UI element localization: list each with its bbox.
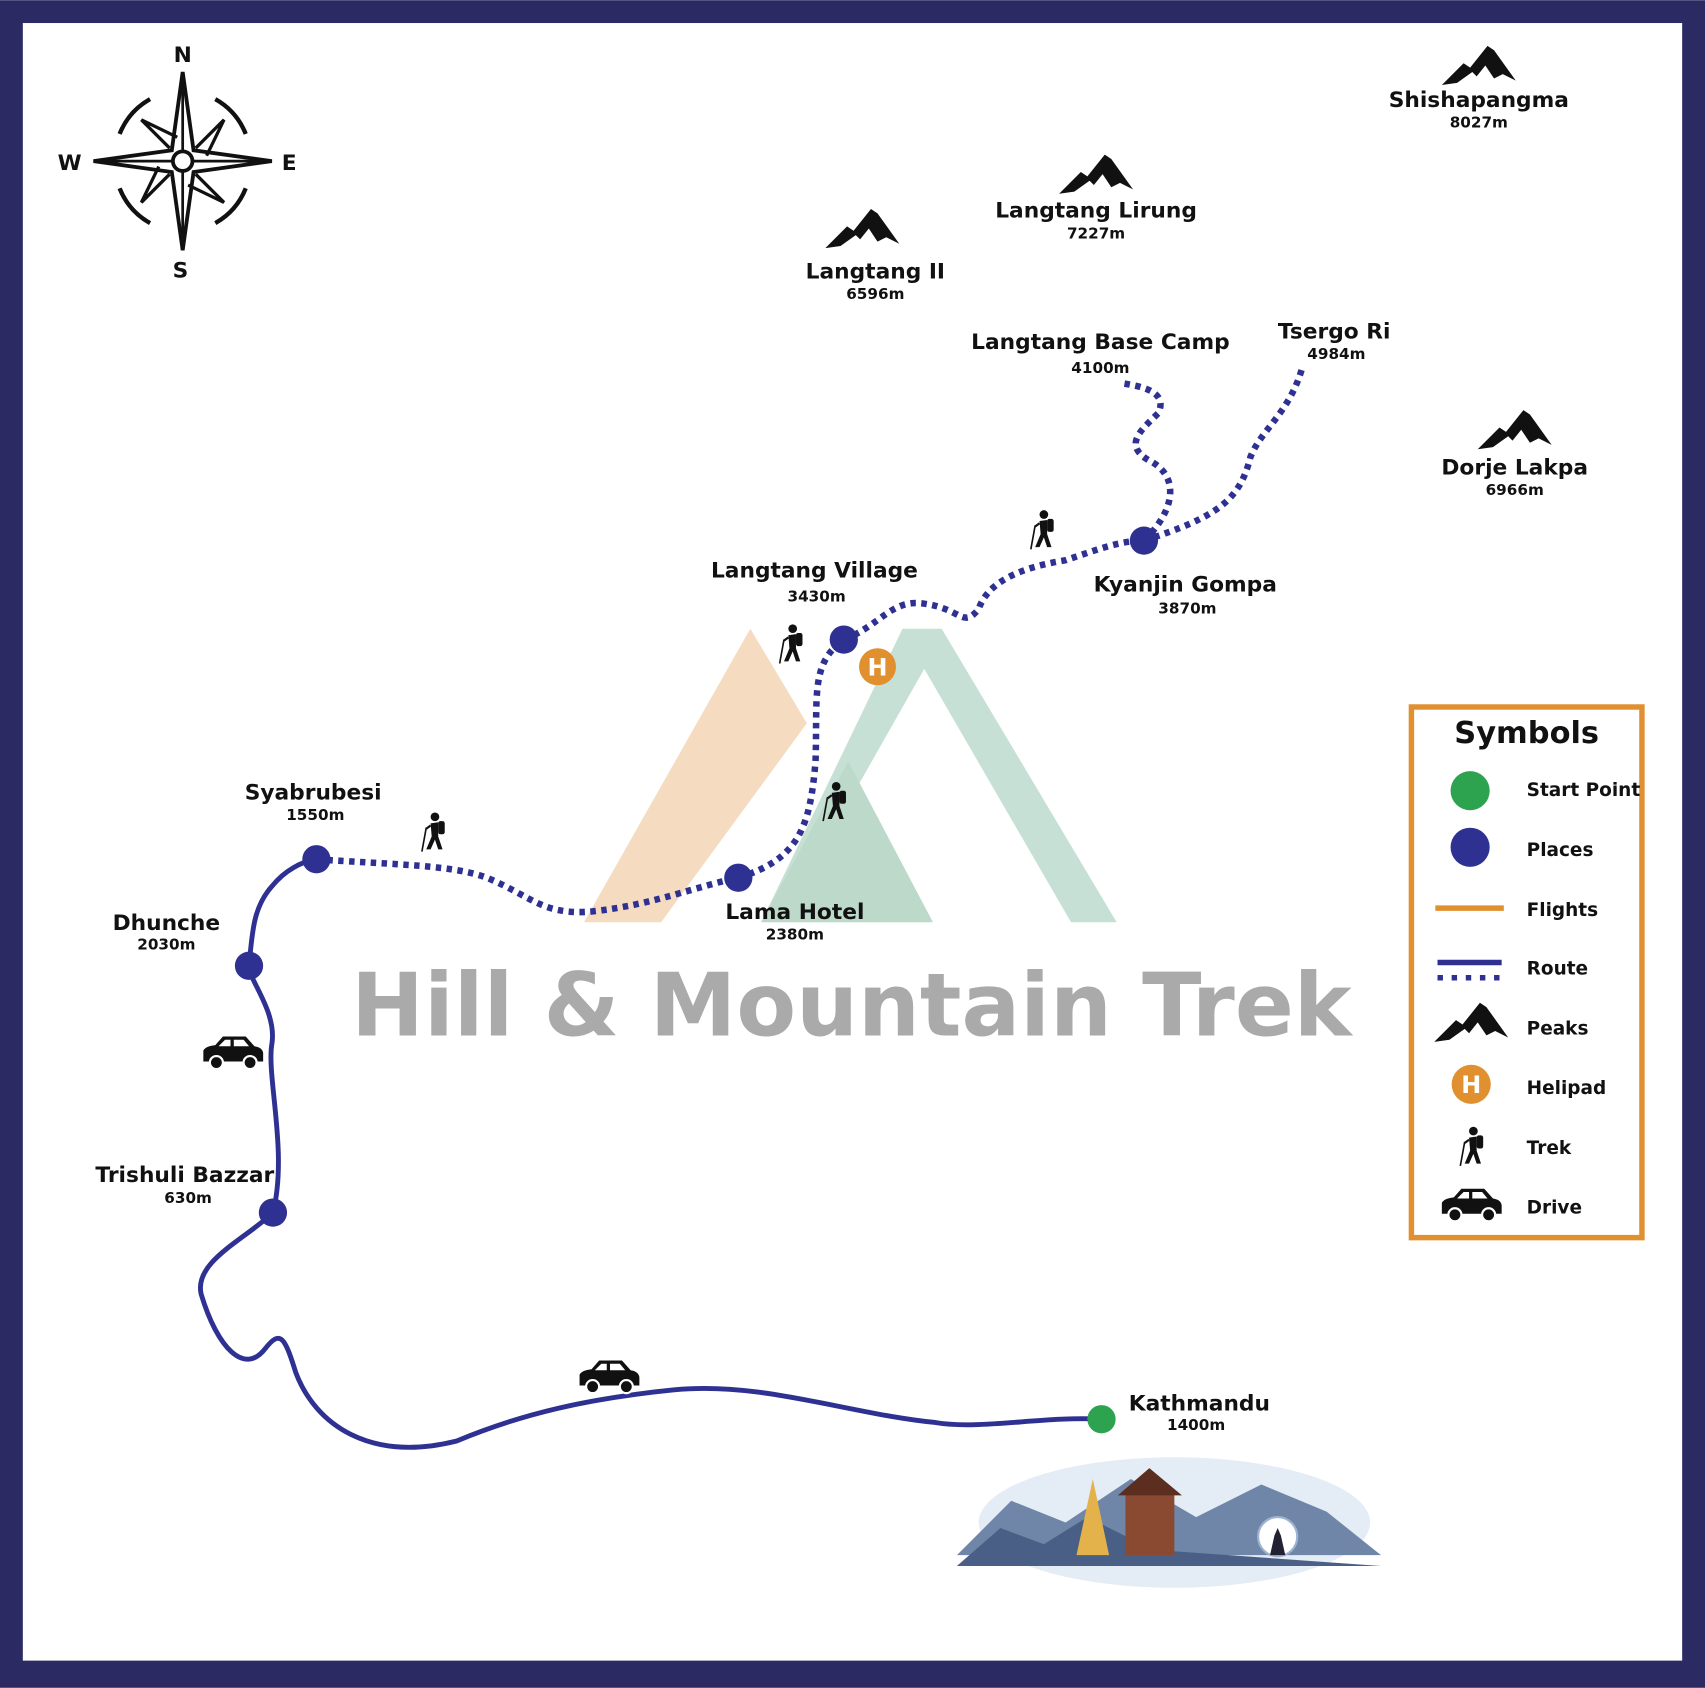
peak-altitude: 8027m: [1450, 113, 1508, 131]
compass-east: E: [282, 151, 297, 176]
place-name: Trishuli Bazzar: [95, 1163, 274, 1188]
legend-label: Places: [1527, 840, 1594, 861]
compass-rose-icon: [93, 71, 273, 251]
place-name: Lama Hotel: [725, 900, 864, 925]
place-dot-lama-hotel[interactable]: [724, 863, 753, 892]
legend: Symbols Start Point Places Flights Route…: [1408, 704, 1645, 1241]
legend-start-point-icon: [1450, 771, 1490, 811]
place-name: Syabrubesi: [245, 780, 382, 805]
compass-south: S: [173, 258, 189, 283]
watermark-brand: Hill & Mountain Trek: [351, 954, 1354, 1056]
place-dot-kathmandu[interactable]: [1087, 1405, 1116, 1434]
place-altitude: 3430m: [788, 588, 846, 606]
legend-title: Symbols: [1454, 716, 1599, 751]
peak-altitude: 6596m: [846, 285, 904, 303]
legend-helipad-icon: H: [1451, 1064, 1491, 1104]
legend-label: Trek: [1527, 1138, 1572, 1159]
place-dot-langtang-village[interactable]: [829, 625, 858, 654]
place-altitude: 3870m: [1158, 599, 1216, 617]
peak-name: Langtang II: [806, 260, 945, 285]
drive-route: [198, 856, 1102, 1450]
place-name: Langtang Village: [711, 559, 918, 584]
kathmandu-landmarks-illustration: [956, 1457, 1381, 1588]
legend-places-icon: [1450, 827, 1490, 867]
svg-text:H: H: [868, 653, 888, 681]
place-altitude: 630m: [164, 1189, 212, 1207]
place-name: Kyanjin Gompa: [1094, 573, 1277, 598]
peak-name: Langtang Lirung: [995, 199, 1197, 224]
compass-north: N: [174, 43, 192, 68]
place-altitude: 2380m: [766, 926, 824, 944]
legend-label: Route: [1527, 958, 1588, 979]
watermark-logo: [583, 628, 1117, 923]
place-name: Dhunche: [113, 911, 221, 936]
trek-route-base-camp: [1119, 379, 1174, 543]
place-altitude: 1550m: [286, 806, 344, 824]
place-altitude: 1400m: [1167, 1416, 1225, 1434]
legend-label: Helipad: [1527, 1078, 1607, 1099]
compass-west: W: [58, 151, 82, 176]
place-altitude: 4984m: [1307, 345, 1365, 363]
place-dot-dhunche[interactable]: [234, 951, 264, 980]
peak-name: Dorje Lakpa: [1441, 455, 1588, 480]
place-altitude: 2030m: [137, 935, 195, 953]
trek-route-tsergo-ri: [1142, 368, 1305, 544]
svg-text:H: H: [1461, 1071, 1481, 1099]
trek-route: [316, 537, 1144, 916]
place-name: Langtang Base Camp: [971, 330, 1229, 355]
legend-label: Drive: [1527, 1198, 1582, 1219]
legend-route-icon: [1437, 959, 1502, 981]
place-name: Kathmandu: [1129, 1392, 1270, 1417]
legend-label: Peaks: [1527, 1018, 1589, 1039]
place-dot-kyanjin-gompa[interactable]: [1129, 526, 1159, 555]
peak-altitude: 6966m: [1486, 481, 1544, 499]
place-dot-syabrubesi[interactable]: [302, 845, 331, 874]
helipad-icon: H: [859, 648, 896, 686]
peak-name: Shishapangma: [1389, 88, 1569, 113]
legend-label: Start Point: [1527, 780, 1641, 801]
legend-label: Flights: [1527, 900, 1598, 921]
peak-altitude: 7227m: [1067, 224, 1125, 242]
place-altitude: 4100m: [1071, 359, 1129, 377]
place-dot-trishuli-bazzar[interactable]: [258, 1198, 288, 1227]
place-name: Tsergo Ri: [1278, 319, 1391, 344]
